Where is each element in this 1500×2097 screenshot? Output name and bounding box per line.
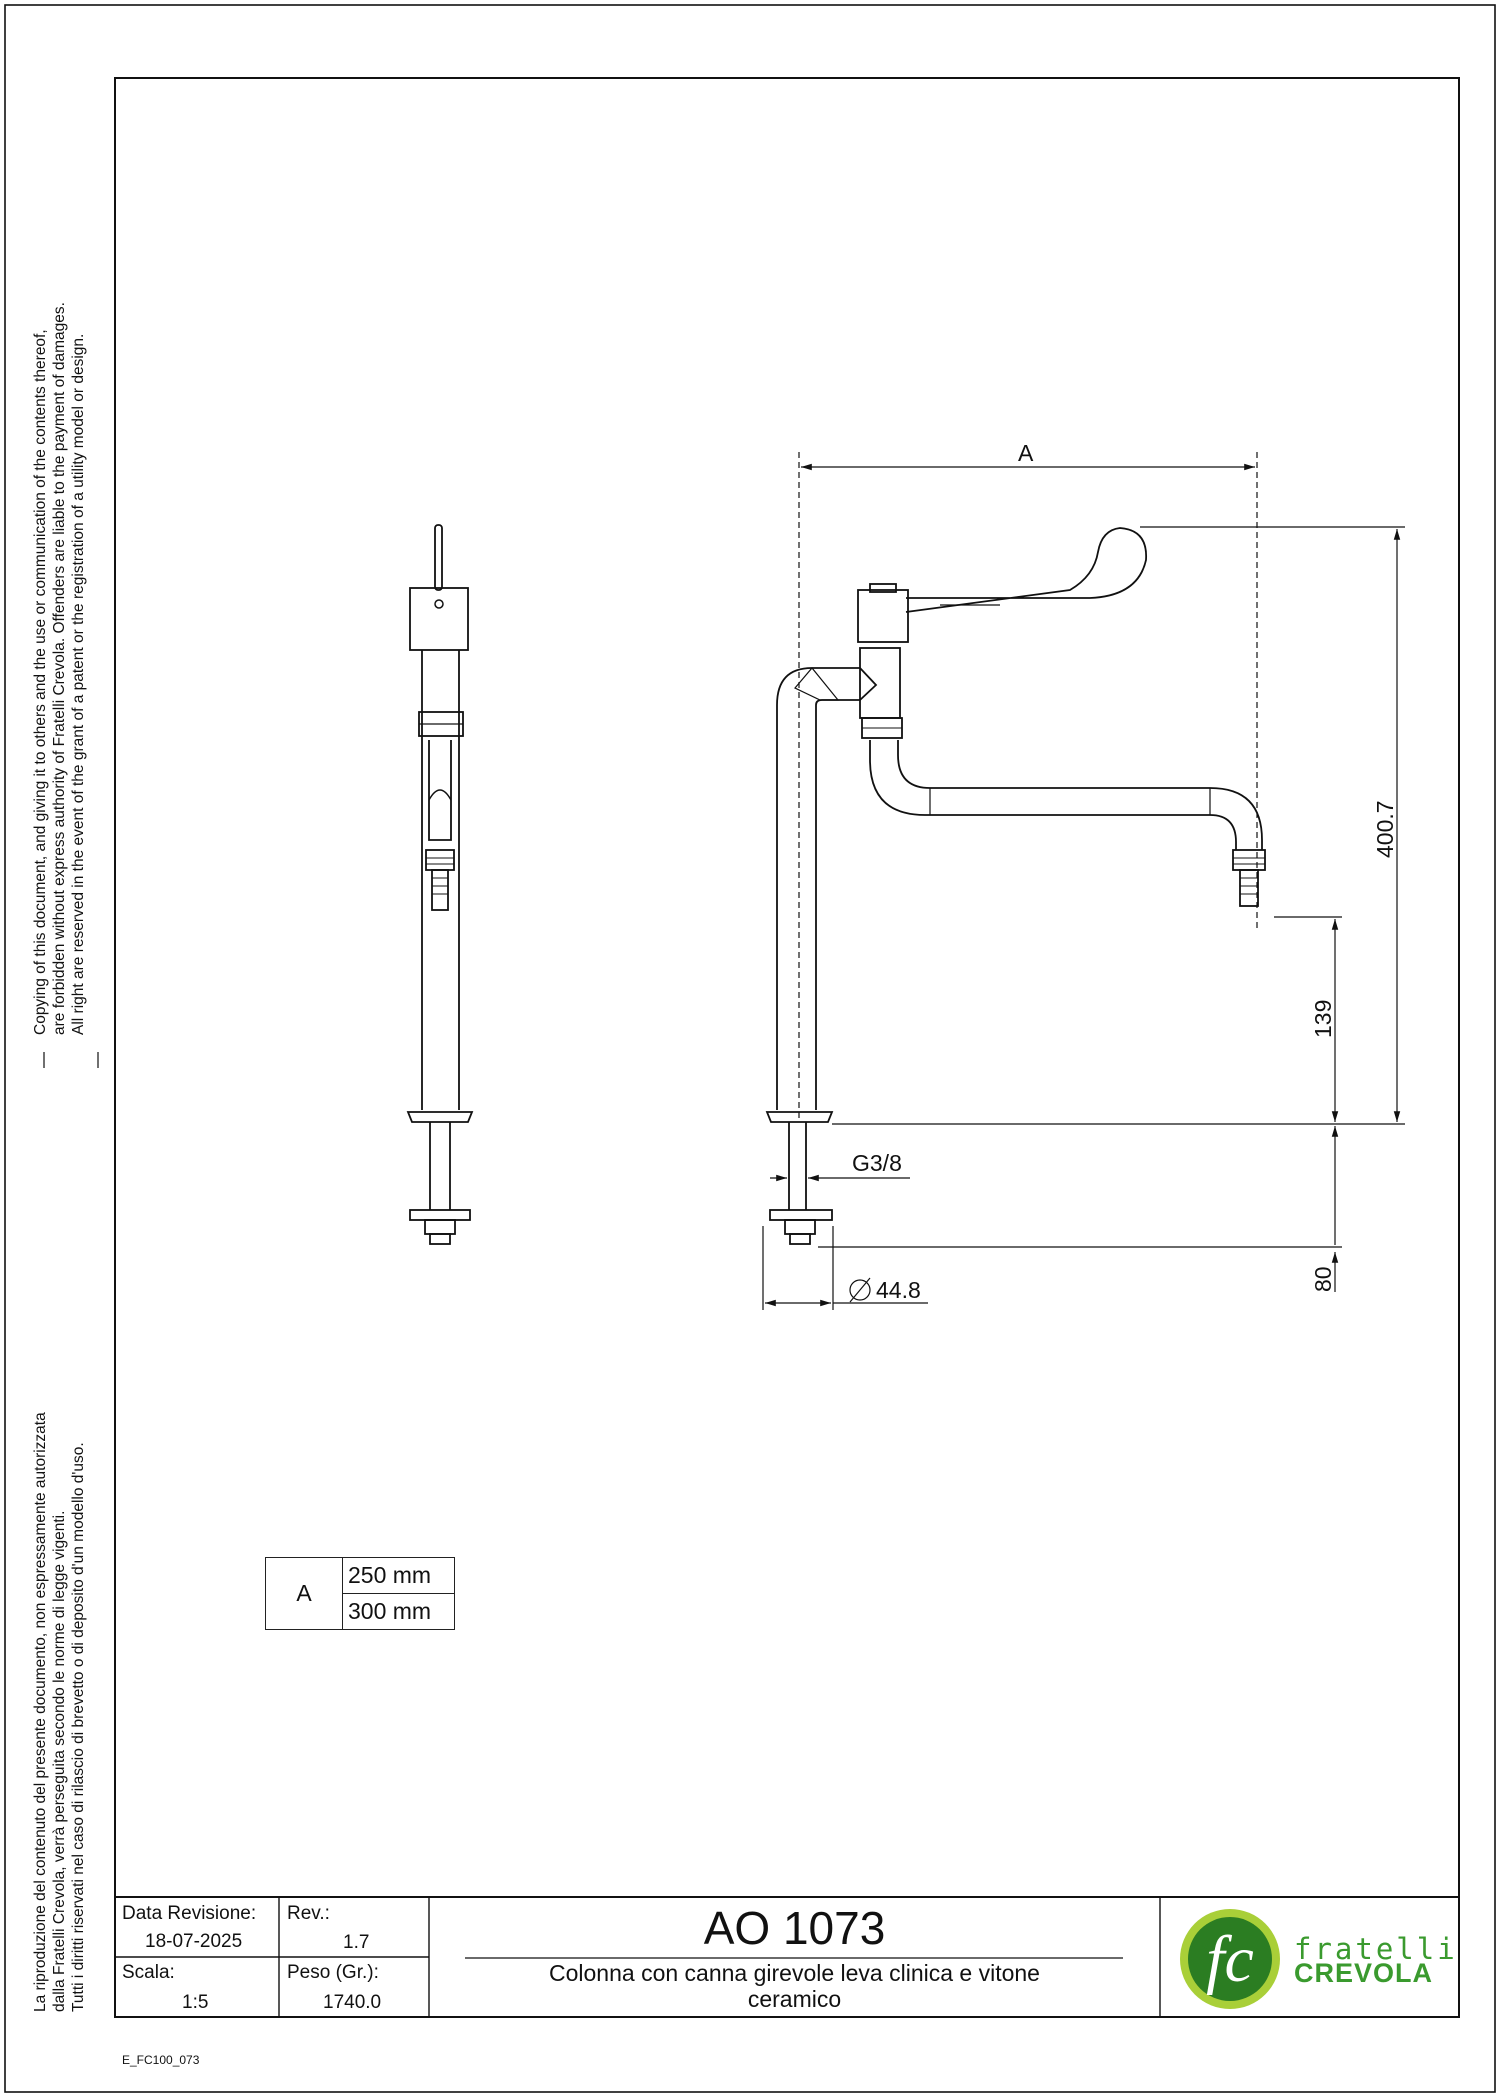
- inner-border: [114, 77, 1460, 2018]
- revision-value: 1.7: [343, 1932, 370, 1953]
- dim-a-label: A: [1018, 440, 1034, 466]
- dim-thread: G3/8: [852, 1150, 902, 1176]
- front-view: [765, 527, 1266, 1245]
- brand-word-crevola: CREVOLA: [1294, 1958, 1434, 1988]
- a-table-value: 250 mm: [342, 1557, 455, 1594]
- weight-value: 1740.0: [323, 1992, 382, 2013]
- dimension-lines: [762, 452, 1405, 1310]
- outer-border: [4, 4, 1496, 2093]
- a-variants-table: A 250 mm 300 mm: [265, 1557, 455, 1630]
- scale-label: Scala:: [122, 1962, 175, 1983]
- a-table-label: A: [265, 1557, 343, 1630]
- fratelli-crevola-logo-icon: fc: [1180, 1909, 1280, 2009]
- revision-date-value: 18-07-2025: [145, 1931, 243, 1952]
- scale-value: 1:5: [182, 1992, 209, 2013]
- product-description: Colonna con canna girevole leva clinica …: [549, 1960, 1040, 2012]
- logo-monogram: fc: [1206, 1923, 1254, 1996]
- weight-label: Peso (Gr.):: [287, 1962, 379, 1983]
- dim-height-outlet: 139: [1310, 999, 1336, 1038]
- dim-diameter: 44.8: [876, 1277, 921, 1303]
- legal-text-en: Copying of this document, and giving it …: [32, 302, 87, 1035]
- legal-text-it: La riproduzione del contenuto del presen…: [32, 1412, 87, 2012]
- brand-word-fratelli: fratelli: [1294, 1932, 1458, 1966]
- file-code: E_FC100_073: [122, 2053, 200, 2067]
- dim-shank-length: 80: [1310, 1266, 1336, 1292]
- side-view: [406, 524, 474, 1245]
- product-code: AO 1073: [703, 1902, 886, 1954]
- revision-label: Rev.:: [287, 1903, 330, 1924]
- dim-height-total: 400.7: [1372, 800, 1398, 858]
- a-table-value: 300 mm: [342, 1593, 455, 1630]
- revision-date-label: Data Revisione:: [122, 1903, 257, 1924]
